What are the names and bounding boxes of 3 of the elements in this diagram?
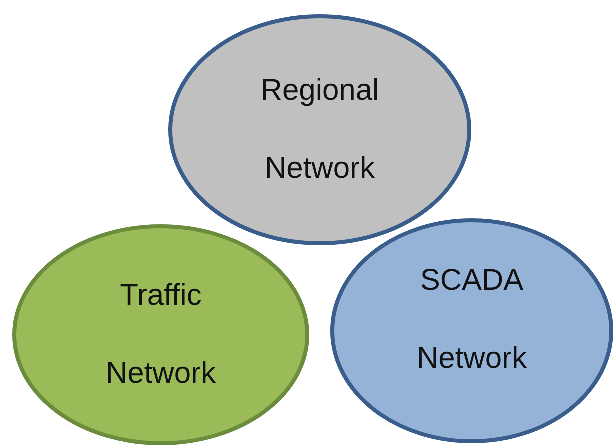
node-label: Traffic Network [104,278,218,392]
node-label: Regional Network [260,73,380,187]
node-label: SCADA Network [416,262,528,377]
